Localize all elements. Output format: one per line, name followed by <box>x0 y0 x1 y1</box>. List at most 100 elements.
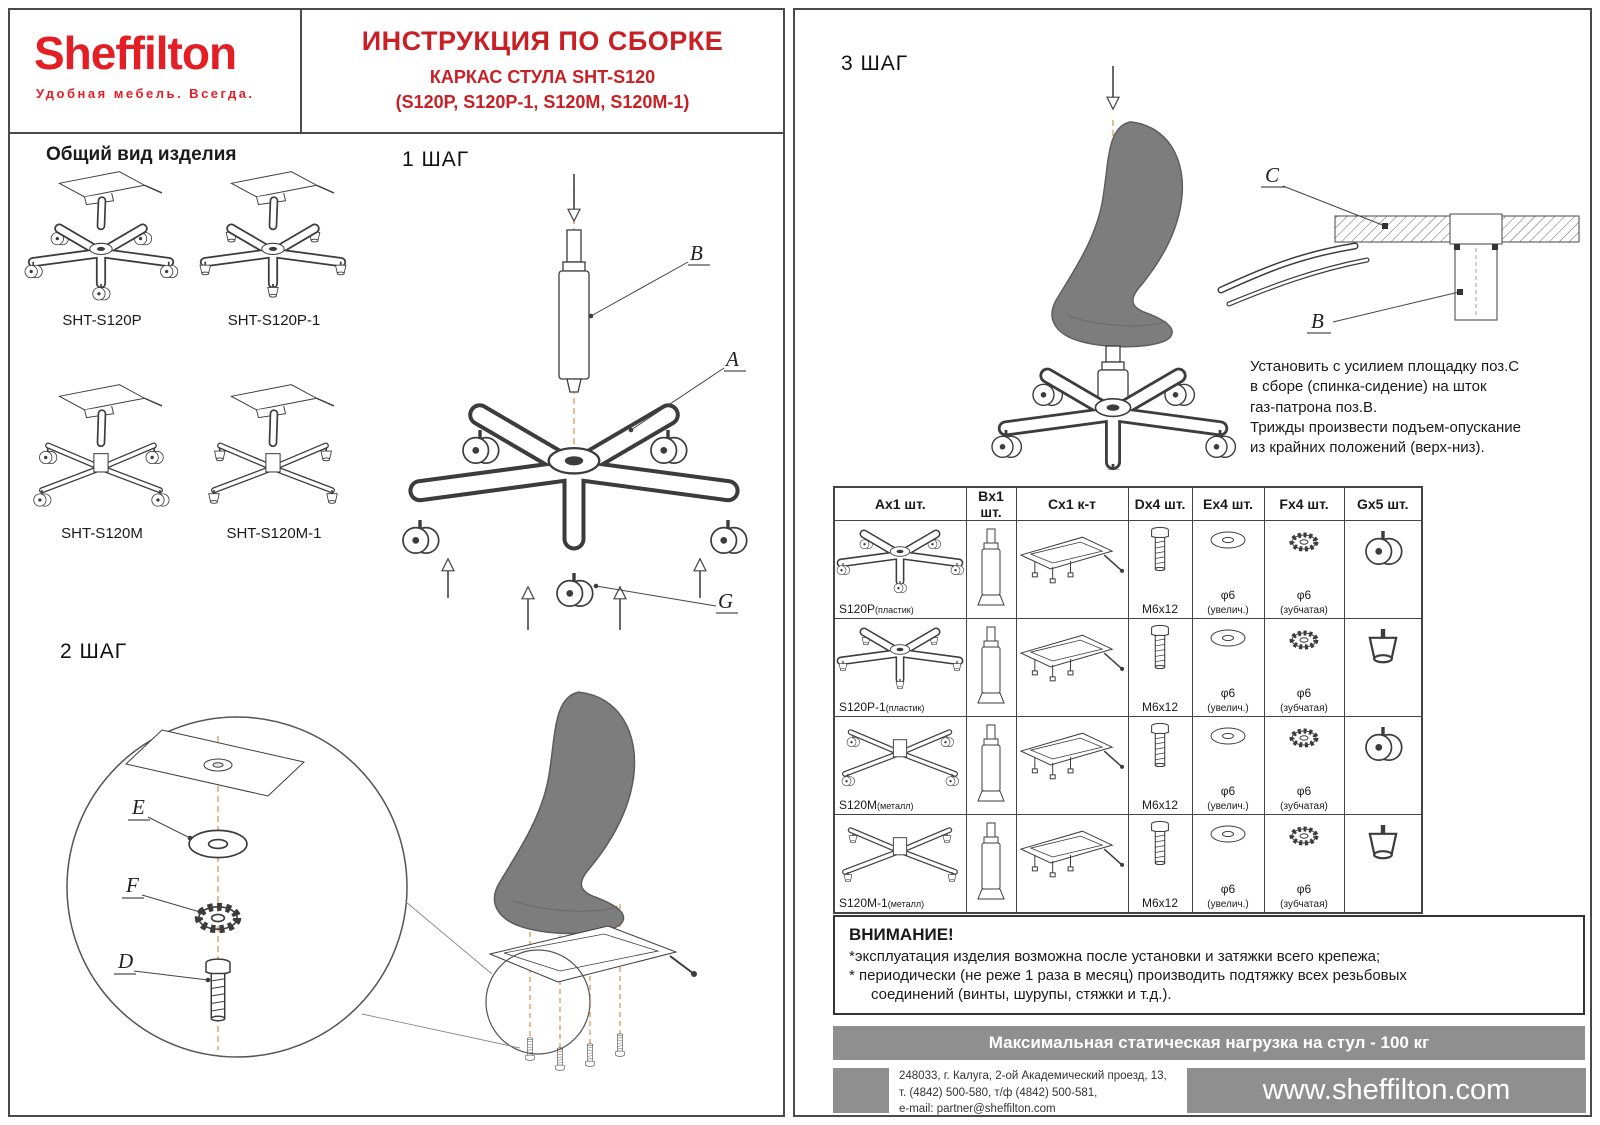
washer-spec: φ6(увелич.) <box>1207 588 1249 616</box>
row-material: (пластик) <box>885 703 925 713</box>
tooth-washer-icon <box>1274 721 1334 755</box>
row-model: S120M <box>839 798 878 812</box>
step2-title: 2 ШАГ <box>60 640 128 663</box>
part-label-g: G <box>718 589 733 613</box>
doc-subtitle-1: КАРКАС СТУЛА SHT-S120 <box>429 67 656 87</box>
part-label-b: B <box>1311 309 1324 333</box>
table-row: S120M(металл) M6x12 φ6(увелич.) φ6(зубча… <box>833 716 1423 815</box>
seat-plate-kit-icon <box>1019 830 1125 878</box>
glide-icon <box>1360 623 1406 671</box>
warning-line: *эксплуатация изделия возможна после уст… <box>849 948 1381 965</box>
overview-item: SHT-S120M <box>18 375 186 542</box>
table-row: S120M-1(металл) M6x12 φ6(увелич.) φ6(зуб… <box>833 814 1423 913</box>
page-right: 3 ШАГ C B <box>793 8 1592 1117</box>
logo-block: Sheffilton Удобная мебель. Всегда. <box>10 10 302 132</box>
gas-lift-icon <box>977 528 1005 606</box>
col-header-f: Fx4 шт. <box>1263 486 1345 521</box>
tooth-washer-icon <box>1274 525 1334 559</box>
seat-plate-drawing <box>488 925 697 983</box>
chair-frame-drawing-s120p-1 <box>199 171 347 298</box>
detail-circle <box>66 716 408 1058</box>
parts-table: Ax1 шт. Bx1 шт. Cx1 к-т Dx4 шт. Ex4 шт. … <box>833 486 1423 914</box>
chair-shell-drawing <box>1051 121 1184 348</box>
warning-title: ВНИМАНИЕ! <box>849 925 954 944</box>
col-header-d: Dx4 шт. <box>1127 486 1193 521</box>
col-header-g: Gx5 шт. <box>1343 486 1423 521</box>
washer-spec: φ6(увелич.) <box>1207 784 1249 812</box>
col-header-a: Ax1 шт. <box>833 486 967 521</box>
washer-icon <box>188 829 248 859</box>
footer-website: www.sheffilton.com <box>1187 1068 1586 1113</box>
tooth-washer-icon <box>1274 623 1334 657</box>
footer-address: 248033, г. Калуга, 2-ой Академический пр… <box>899 1068 1199 1118</box>
bolt-size: M6x12 <box>1141 798 1179 812</box>
row-model: S120P-1 <box>839 700 886 714</box>
gas-lift-icon <box>977 822 1005 900</box>
base-icon <box>835 819 965 883</box>
address-line: e-mail: partner@sheffilton.com <box>899 1103 1056 1116</box>
overview-title: Общий вид изделия <box>46 144 237 165</box>
bolt-icon <box>1151 722 1169 768</box>
gas-lift-drawing <box>558 229 590 393</box>
overview-item: SHT-S120P <box>18 162 186 329</box>
warning-line: * периодически (не реже 1 раза в месяц) … <box>849 967 1407 984</box>
step1-title: 1 ШАГ <box>402 148 470 171</box>
header-title-block: ИНСТРУКЦИЯ ПО СБОРКЕ КАРКАС СТУЛА SHT-S1… <box>302 10 783 132</box>
washer-icon <box>1210 825 1246 843</box>
bolt-size: M6x12 <box>1141 895 1179 910</box>
brand-tagline: Удобная мебель. Всегда. <box>36 86 255 101</box>
washer-icon <box>1210 629 1246 647</box>
caster-icon <box>1364 529 1404 566</box>
bolt-icon <box>1151 820 1169 866</box>
header-divider <box>10 132 783 134</box>
seat-plate-kit-icon <box>1019 634 1125 682</box>
warning-line: соединений (винты, шурупы, стяжки и т.д.… <box>871 986 1172 1003</box>
model-label: SHT-S120M <box>61 525 143 542</box>
doc-subtitle-2: (S120P, S120P-1, S120M, S120M-1) <box>395 92 690 112</box>
bolt-icon <box>1151 526 1169 572</box>
gas-lift-icon <box>977 626 1005 704</box>
step3-chair-drawing <box>990 66 1237 470</box>
warning-box: ВНИМАНИЕ! *эксплуатация изделия возможна… <box>833 915 1585 1015</box>
part-label-d: D <box>117 949 133 973</box>
step3-title: 3 ШАГ <box>841 52 909 75</box>
chair-frame-drawing-s120m <box>32 384 170 508</box>
table-row: S120P-1(пластик) M6x12 φ6(увелич.) φ6(зу… <box>833 618 1423 717</box>
page-left: Sheffilton Удобная мебель. Всегда. ИНСТР… <box>8 8 785 1117</box>
row-material: (металл) <box>877 801 914 811</box>
step3-instruction: Установить с усилием площадку поз.С в сб… <box>1250 358 1522 456</box>
part-label-a: A <box>724 347 739 371</box>
table-row: S120P(пластик) M6x12 φ6(увелич.) φ6(зубч… <box>833 520 1423 619</box>
table-header-row: Ax1 шт. Bx1 шт. Cx1 к-т Dx4 шт. Ex4 шт. … <box>833 486 1423 521</box>
tooth-spec: φ6(зубчатая) <box>1280 881 1328 910</box>
part-label-b: B <box>690 241 703 265</box>
base-icon <box>841 721 960 787</box>
seat-plate-kit-icon <box>1019 536 1125 584</box>
row-material: (металл) <box>887 898 925 909</box>
row-model: S120P <box>839 602 876 616</box>
address-line: т. (4842) 500-580, т/ф (4842) 500-581, <box>899 1086 1098 1099</box>
model-label: SHT-S120M-1 <box>226 525 322 542</box>
chair-frame-drawing-s120p <box>24 171 179 301</box>
washer-spec: φ6(увелич.) <box>1207 686 1249 714</box>
step2-drawing: E F D <box>66 691 697 1071</box>
part-label-c: C <box>1265 163 1280 187</box>
col-header-c: Cx1 к-т <box>1015 486 1129 521</box>
tooth-spec: φ6(зубчатая) <box>1280 588 1328 616</box>
part-label-f: F <box>125 873 139 897</box>
row-model: S120M-1 <box>839 895 888 910</box>
row-material: (пластик) <box>875 605 914 615</box>
bolt-size: M6x12 <box>1141 602 1179 616</box>
step1-drawing: B A G <box>401 174 749 630</box>
tooth-washer-icon <box>1274 819 1334 853</box>
address-line: 248033, г. Калуга, 2-ой Академический пр… <box>899 1070 1167 1082</box>
tooth-spec: φ6(зубчатая) <box>1280 686 1328 714</box>
glide-icon <box>1360 819 1406 867</box>
doc-title: ИНСТРУКЦИЯ ПО СБОРКЕ <box>361 26 724 56</box>
gas-lift-icon <box>977 724 1005 802</box>
overview-item: SHT-S120P-1 <box>190 162 358 329</box>
col-header-e: Ex4 шт. <box>1191 486 1265 521</box>
model-label: SHT-S120P-1 <box>227 312 321 329</box>
seat-plate-corner-drawing <box>124 729 306 797</box>
